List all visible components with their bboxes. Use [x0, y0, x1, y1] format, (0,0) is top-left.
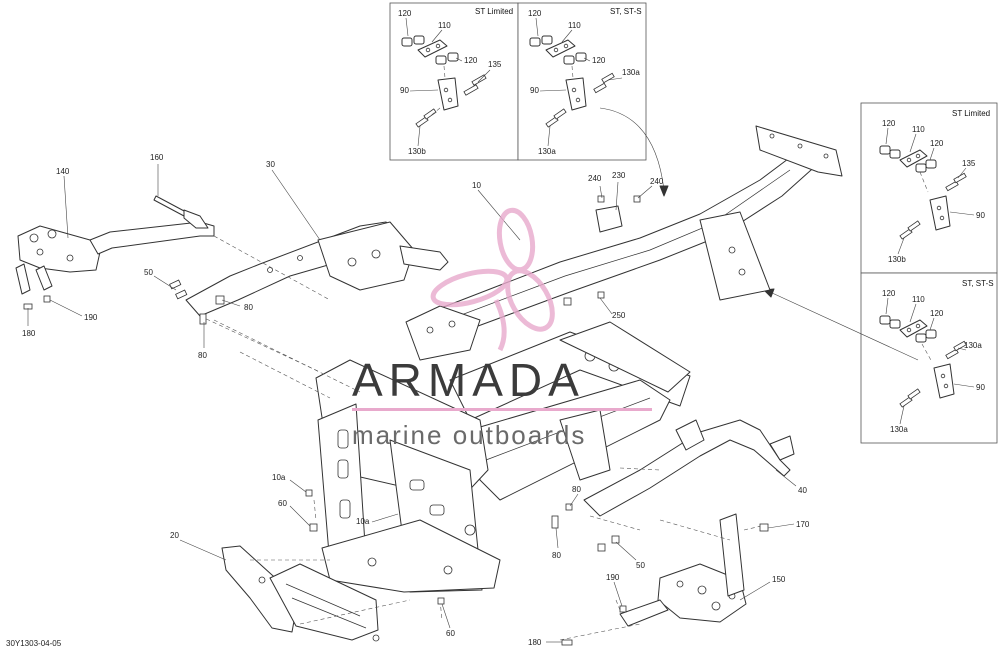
main-frame-assembly: [315, 125, 843, 593]
inset-group-right: ST Limited ST, ST-S 120 110 120 135 90 1…: [860, 102, 998, 444]
callout-30: 30: [266, 160, 275, 169]
callout-10a-lower: 10a: [356, 517, 370, 526]
watermark-logo-icon: [430, 207, 555, 352]
watermark-brand: ARMADA: [352, 354, 585, 406]
inset-right-top-label-1: 110: [912, 125, 925, 134]
callout-60-bottom: 60: [446, 629, 455, 638]
inset-top-right-parts: [529, 35, 615, 128]
part-160-rod: [153, 195, 209, 229]
callout-150: 150: [772, 575, 786, 584]
inset-top-right-label-1: 110: [568, 21, 581, 30]
callout-50-center: 50: [636, 561, 645, 570]
inset-right-bottom-label-0: 120: [882, 289, 896, 298]
inset-right-bottom-parts: [879, 315, 967, 408]
callout-190-left: 190: [84, 313, 98, 322]
inset-right-top-parts: [879, 145, 967, 240]
inset-top-pointer: [599, 107, 665, 191]
inset-top-right-label-4: 90: [530, 86, 539, 95]
inset-right-pointer: [769, 291, 919, 361]
part-40-bar: [583, 419, 795, 517]
part-30-bar: [185, 221, 449, 317]
part-150-footrest: [619, 513, 747, 627]
inset-top-left-label-0: 120: [398, 9, 412, 18]
part-20-skid: [221, 545, 380, 642]
callout-170: 170: [796, 520, 810, 529]
inset-right-bottom-label-5: 130a: [890, 425, 908, 434]
callout-80-center-lower: 80: [552, 551, 561, 560]
inset-top-left-label-1: 110: [438, 21, 451, 30]
callout-190-right: 190: [606, 573, 620, 582]
callout-80-lower: 80: [198, 351, 207, 360]
callout-250: 250: [612, 311, 626, 320]
callout-140: 140: [56, 167, 70, 176]
watermark-divider: [352, 408, 652, 411]
inset-right-bottom-label-4: 90: [976, 383, 985, 392]
callout-240-right: 240: [650, 177, 664, 186]
inset-right-bottom-label-2: 120: [930, 309, 944, 318]
inset-top-left-parts: [401, 35, 487, 128]
callout-20: 20: [170, 531, 179, 540]
callout-180-right: 180: [528, 638, 542, 647]
inset-top-right-title: ST, ST-S: [610, 7, 642, 16]
inset-top-left-label-3: 135: [488, 60, 502, 69]
callout-10: 10: [472, 181, 481, 190]
callout-40: 40: [798, 486, 807, 495]
callout-180-left: 180: [22, 329, 36, 338]
inset-top-left-label-4: 90: [400, 86, 409, 95]
callout-80-upper: 80: [244, 303, 253, 312]
callout-10a-upper: 10a: [272, 473, 286, 482]
inset-right-top-label-2: 120: [930, 139, 944, 148]
inset-right-bottom-title: ST, ST-S: [962, 279, 994, 288]
inset-top-left-label-5: 130b: [408, 147, 426, 156]
callout-leaders: [27, 164, 797, 643]
callout-labels: 140 160 30 10 240 230 240 50 80 80 190 1…: [22, 153, 810, 647]
inset-group-top: ST Limited ST, ST-S 120 110 120 135 90 1…: [389, 2, 647, 161]
hardware-bolts: [23, 195, 769, 646]
inset-top-pointer-head: [659, 185, 669, 197]
inset-right-top-title: ST Limited: [952, 109, 990, 118]
inset-right-bottom-label-3: 130a: [964, 341, 982, 350]
alignment-lines: [199, 235, 771, 641]
diagram-code: 30Y1303-04-05: [6, 639, 62, 648]
inset-top-left-title: ST Limited: [475, 7, 513, 16]
callout-240-left: 240: [588, 174, 602, 183]
callout-80-center-upper: 80: [572, 485, 581, 494]
inset-right-top-label-0: 120: [882, 119, 896, 128]
callout-50-left: 50: [144, 268, 153, 277]
inset-top-right-label-2: 120: [592, 56, 606, 65]
inset-right-bottom-label-1: 110: [912, 295, 925, 304]
inset-top-left-label-2: 120: [464, 56, 478, 65]
inset-right-top-label-3: 135: [962, 159, 976, 168]
callout-160: 160: [150, 153, 164, 162]
part-140-footrest: [15, 221, 215, 295]
inset-right-top-label-5: 130b: [888, 255, 906, 264]
watermark: ARMADA marine outboards: [352, 207, 652, 450]
inset-right-bottom-frame: [860, 272, 998, 444]
inset-top-right-label-5: 130a: [538, 147, 556, 156]
inset-top-right-label-0: 120: [528, 9, 542, 18]
watermark-tagline: marine outboards: [352, 420, 586, 450]
callout-230: 230: [612, 171, 626, 180]
inset-top-right-label-3: 130a: [622, 68, 640, 77]
inset-right-top-label-4: 90: [976, 211, 985, 220]
inset-right-top-frame: [860, 102, 998, 274]
callout-60-left: 60: [278, 499, 287, 508]
